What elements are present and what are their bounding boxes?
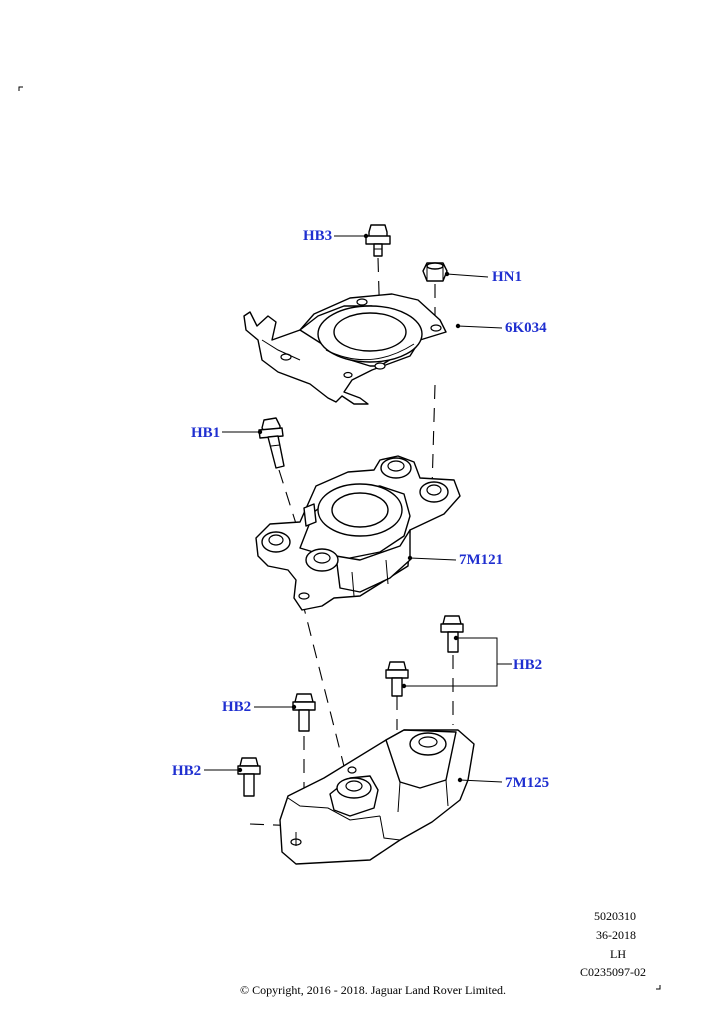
leader-lines bbox=[204, 233, 512, 783]
callout-hb2-middle: HB2 bbox=[222, 699, 252, 715]
bolt-hb2-lower-right bbox=[385, 661, 409, 697]
bolt-hb2-left bbox=[237, 757, 261, 797]
callout-7m125: 7M125 bbox=[505, 775, 550, 791]
crop-mark-top-left bbox=[18, 86, 23, 91]
callout-6k034: 6K034 bbox=[505, 320, 547, 336]
date-code: 36-2018 bbox=[596, 928, 636, 942]
bolt-hb2-upper-right bbox=[440, 615, 464, 653]
side-indicator: LH bbox=[610, 947, 626, 961]
callout-hb2-right: HB2 bbox=[513, 657, 543, 673]
bolt-hb2-middle bbox=[292, 693, 316, 732]
bolt-hb3 bbox=[365, 224, 391, 257]
crop-mark-bottom-right bbox=[656, 985, 661, 990]
illustration-id: C0235097-02 bbox=[580, 965, 646, 979]
bracket-7m125 bbox=[279, 729, 475, 865]
nut-hn1 bbox=[422, 262, 448, 282]
ref-number: 5020310 bbox=[594, 909, 636, 923]
callout-hb1: HB1 bbox=[191, 425, 221, 441]
copyright-notice: © Copyright, 2016 - 2018. Jaguar Land Ro… bbox=[239, 983, 507, 997]
bolt-hb1 bbox=[258, 417, 285, 469]
bracket-6k034 bbox=[243, 293, 447, 405]
callout-hb3: HB3 bbox=[303, 228, 333, 244]
callout-hb2-left: HB2 bbox=[172, 763, 202, 779]
callout-7m121: 7M121 bbox=[459, 552, 504, 568]
callout-hn1: HN1 bbox=[492, 269, 522, 285]
engine-mount-7m121 bbox=[255, 455, 461, 611]
